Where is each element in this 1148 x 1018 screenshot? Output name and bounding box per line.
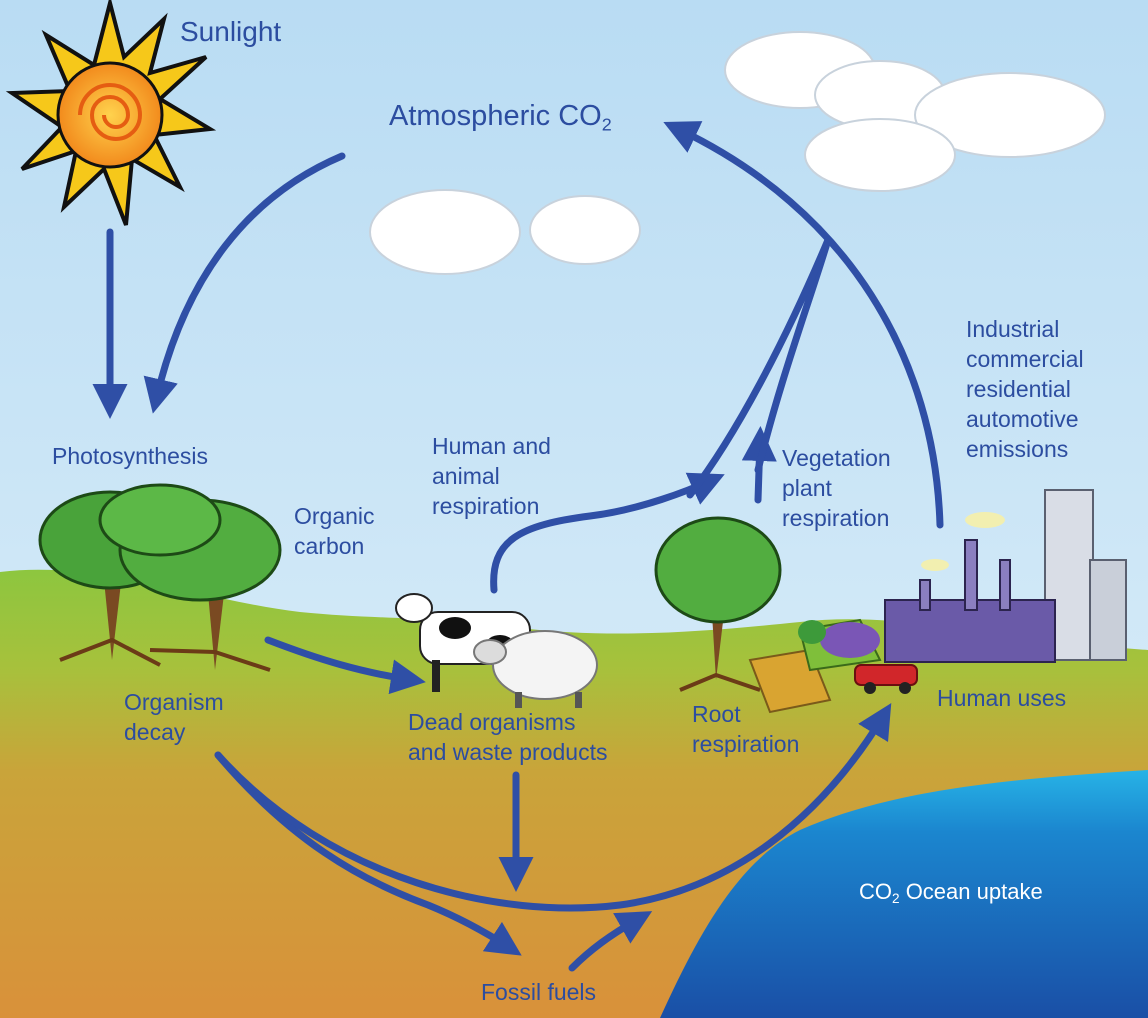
atmospheric-co2-label: Atmospheric CO2 <box>389 98 612 137</box>
organism-decay-label: Organism decay <box>124 689 224 745</box>
arrow-atmosphere-to-photosynthesis <box>143 152 346 414</box>
ocean <box>660 770 1148 1018</box>
farm-field-icon <box>748 618 882 714</box>
sheep-icon <box>473 630 598 708</box>
car-icon <box>854 664 918 694</box>
ocean-co2-subscript: 2 <box>892 891 900 907</box>
arrow-decay-to-fossil <box>214 751 522 956</box>
ocean-uptake-label: CO2 Ocean uptake <box>859 878 1043 908</box>
cloud-group-middle <box>369 189 641 275</box>
arrow-animal-to-atmosphere <box>686 236 832 499</box>
ocean-co2-text: CO <box>859 879 892 904</box>
arrow-trees-to-dead-organisms <box>264 636 426 695</box>
arrow-animal-respiration <box>490 472 725 594</box>
factory-city-icon <box>884 489 1127 663</box>
ocean-uptake-text: Ocean uptake <box>899 879 1043 904</box>
photosynthesis-label: Photosynthesis <box>52 443 208 469</box>
atmospheric-co2-subscript: 2 <box>601 114 612 135</box>
arrow-emissions-to-atmosphere <box>663 121 944 529</box>
tree-icon <box>38 483 282 672</box>
vegetation-plant-respiration-label: Vegetation plant respiration <box>782 445 891 531</box>
organic-carbon-label: Organic carbon <box>294 503 375 559</box>
atmospheric-co2-text: Atmospheric CO <box>389 100 602 132</box>
industrial-emissions-label: Industrial commercial residential automo… <box>966 316 1084 462</box>
human-uses-label: Human uses <box>937 685 1067 711</box>
root-respiration-label: Root respiration <box>692 701 800 757</box>
arrow-decay-to-human-uses <box>214 703 892 912</box>
cloud-group-top-right <box>724 31 1106 192</box>
human-animal-respiration-label: Human and animal respiration <box>432 433 551 519</box>
sun-icon <box>5 0 217 226</box>
dead-organisms-label: Dead organisms and waste products <box>408 709 608 765</box>
arrow-fossil-to-human-uses <box>568 911 653 972</box>
flow-arrows <box>92 121 944 972</box>
sunlight-label: Sunlight <box>180 16 282 47</box>
fossil-fuels-label: Fossil fuels <box>481 979 597 1005</box>
tree-icon-right <box>654 516 782 692</box>
